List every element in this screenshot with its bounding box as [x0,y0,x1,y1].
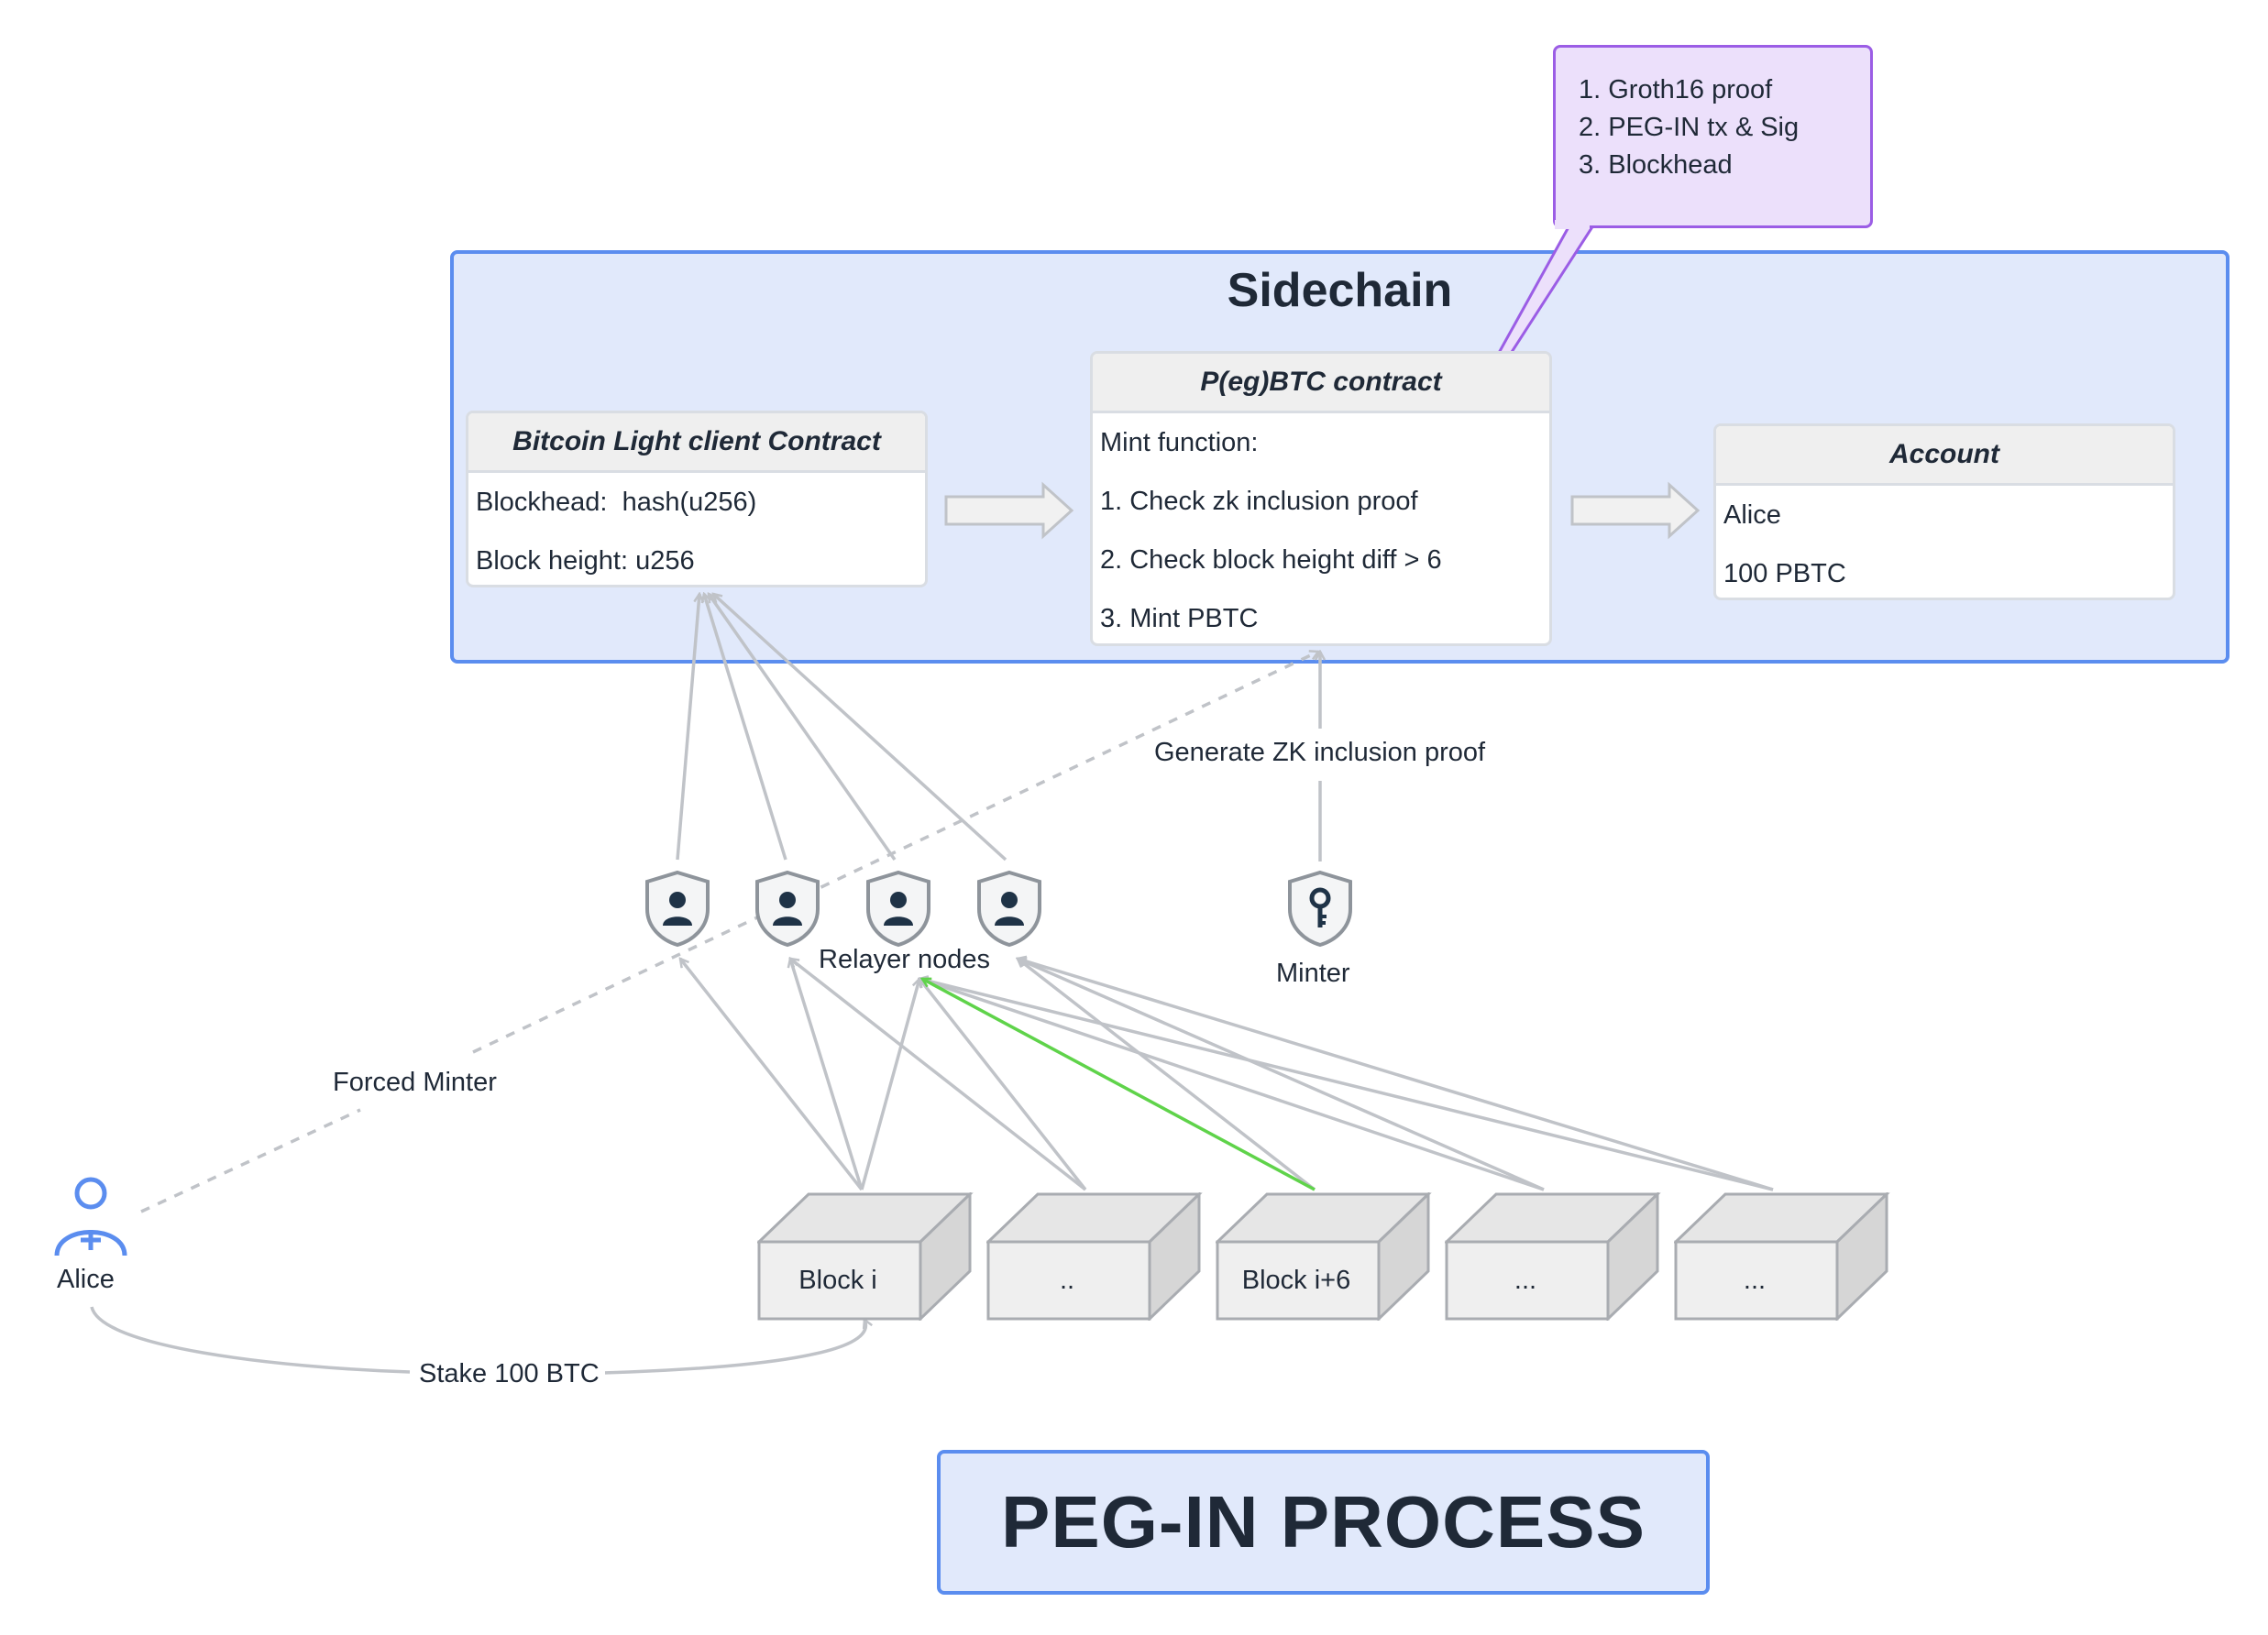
block-cube [1216,1192,1432,1321]
callout-tail-join [1555,220,1590,229]
pbtc-contract-card: P(eg)BTC contract Mint function: 1. Chec… [1090,351,1552,646]
block-label: Block i+6 [1241,1265,1351,1295]
block-label: ... [1743,1265,1767,1295]
card-row: 100 PBTC [1723,558,1846,588]
minter-label: Minter [1276,959,1350,988]
callout-line: 3. Blockhead [1579,150,1733,180]
card-row: 1. Check zk inclusion proof [1100,486,1418,516]
alice-label: Alice [57,1265,115,1294]
block-cube [1445,1192,1661,1321]
callout-line: 1. Groth16 proof [1579,75,1773,104]
card-row: Mint function: [1100,427,1259,457]
generate-proof-label: Generate ZK inclusion proof [1149,738,1492,768]
block-label: Block i [798,1265,877,1295]
add-user-icon [54,1177,127,1256]
block-label: .. [1059,1265,1075,1295]
relayer-nodes-label: Relayer nodes [819,945,990,974]
arrow-contract-to-account [1570,481,1701,540]
block-cube [1674,1192,1890,1321]
card-row: 2. Check block height diff > 6 [1100,544,1442,575]
stake-label: Stake 100 BTC [413,1359,605,1389]
block-cube [757,1192,974,1321]
block-cube [986,1192,1203,1321]
card-row: 3. Mint PBTC [1100,603,1259,633]
card-title: Bitcoin Light client Contract [468,413,925,473]
callout-note: 1. Groth16 proof 2. PEG-IN tx & Sig 3. B… [1553,45,1873,228]
card-row: Block height: u256 [476,545,695,576]
light-client-card: Bitcoin Light client Contract Blockhead:… [466,411,928,587]
card-row: Alice [1723,499,1781,530]
diagram-title: PEG-IN PROCESS [937,1450,1710,1595]
user-shield-icon [645,870,710,948]
card-title: Account [1716,426,2173,486]
forced-minter-edge [140,652,1318,1213]
arrow-lightclient-to-contract [944,481,1074,540]
forced-minter-label: Forced Minter [327,1068,502,1098]
card-row: Blockhead: hash(u256) [476,487,757,517]
sidechain-title: Sidechain [1227,264,1453,317]
block-label: ... [1514,1265,1537,1295]
card-title: P(eg)BTC contract [1093,354,1549,413]
relayer-to-lightclient-edges [676,594,1007,861]
user-shield-icon [866,870,930,948]
account-card: Account Alice 100 PBTC [1713,423,2175,600]
user-shield-icon [977,870,1041,948]
block-to-relayer-edges [680,959,1774,1191]
key-shield-icon [1288,870,1352,948]
stake-edge [90,1306,865,1375]
callout-line: 2. PEG-IN tx & Sig [1579,113,1800,142]
user-shield-icon [755,870,820,948]
highlight-edge [922,977,1316,1191]
